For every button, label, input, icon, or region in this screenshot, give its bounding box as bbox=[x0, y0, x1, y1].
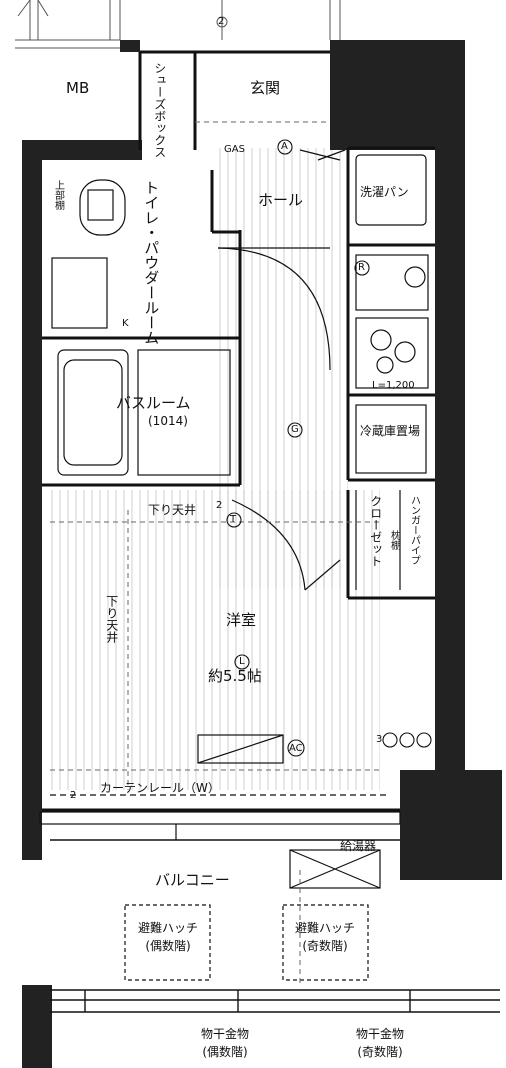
top-guides bbox=[15, 0, 341, 49]
label-washer-pan: 洗濯パン bbox=[360, 185, 409, 199]
label-dryer-odd-2: (奇数階) bbox=[357, 1045, 403, 1059]
label-curtain-rail: カーテンレール（W） bbox=[100, 781, 220, 795]
outer-walls bbox=[22, 40, 502, 1068]
label-balcony: バルコニー bbox=[155, 871, 230, 889]
balcony bbox=[50, 839, 500, 1013]
marker-ac: AC bbox=[289, 743, 303, 754]
label-dryer-odd-1: 物干金物 bbox=[355, 1027, 404, 1041]
label-hatch-odd-1: 避難ハッチ bbox=[294, 921, 355, 935]
label-toilet-powder: トイレ・パウダールーム bbox=[142, 180, 161, 345]
label-hall: ホール bbox=[258, 191, 304, 209]
label-fridge-space: 冷蔵庫置場 bbox=[360, 424, 421, 438]
label-upper-shelf: 上部棚 bbox=[52, 180, 64, 210]
label-dropped-ceiling-h: 下り天井 bbox=[148, 503, 197, 517]
dashed-outlines bbox=[50, 121, 380, 985]
label-bath-size: (1014) bbox=[148, 414, 188, 428]
label-hatch-even-1: 避難ハッチ bbox=[137, 921, 198, 935]
label-hanger-pipe: ハンガーパイプ bbox=[408, 495, 420, 565]
marker-2a: 2 bbox=[218, 16, 225, 27]
door-swings bbox=[217, 149, 346, 591]
annotation-gas: GAS bbox=[224, 144, 245, 155]
label-genkan: 玄関 bbox=[250, 79, 281, 97]
marker-2b: 2 bbox=[216, 500, 223, 511]
label-shelf: 枕棚 bbox=[388, 530, 400, 550]
marker-l: L bbox=[239, 656, 245, 667]
fixtures bbox=[39, 154, 429, 981]
label-dropped-ceiling-v: 下り天井 bbox=[104, 595, 119, 643]
marker-a: A bbox=[281, 141, 288, 152]
label-dryer-even-1: 物干金物 bbox=[200, 1027, 249, 1041]
interior-walls bbox=[42, 50, 435, 812]
marker-3: 3 bbox=[376, 734, 383, 745]
marker-g: G bbox=[291, 424, 299, 435]
label-mb: MB bbox=[66, 79, 90, 97]
annotation-kitchen-length: L=1,200 bbox=[372, 380, 415, 391]
label-western-room: 洋室 bbox=[226, 611, 257, 629]
label-dryer-even-2: (偶数階) bbox=[202, 1045, 248, 1059]
label-room-size: 約5.5帖 bbox=[208, 667, 262, 685]
label-hatch-odd-2: (奇数階) bbox=[302, 939, 348, 953]
marker-k: K bbox=[122, 318, 129, 329]
label-hatch-even-2: (偶数階) bbox=[145, 939, 191, 953]
label-water-supply: 給湯器 bbox=[340, 839, 377, 853]
marker-2c: 2 bbox=[70, 790, 77, 801]
marker-t: T bbox=[230, 514, 237, 525]
label-bathroom: バスルーム bbox=[116, 394, 191, 412]
label-closet: クローゼット bbox=[368, 495, 383, 567]
markers bbox=[226, 139, 432, 757]
label-shoes-box: シューズボックス bbox=[152, 62, 167, 158]
western-room-floor bbox=[50, 490, 380, 790]
marker-r: R bbox=[358, 262, 365, 273]
